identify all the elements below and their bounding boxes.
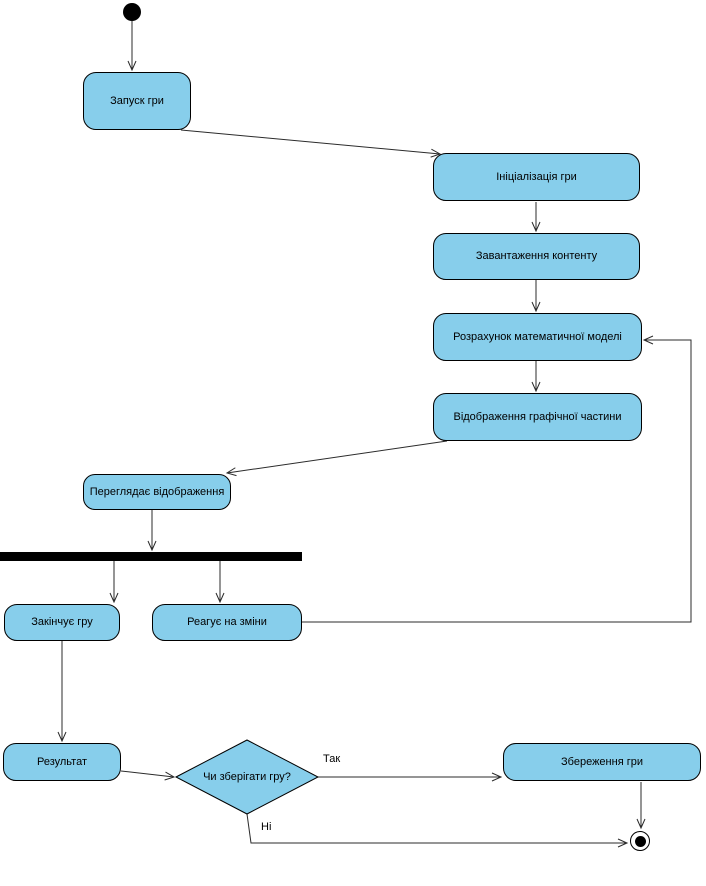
final-node (630, 831, 650, 851)
edge-decision-no-to-final (246, 813, 629, 848)
edge-render-to-view (225, 440, 448, 477)
activity-react-changes-label: Реагує на зміни (187, 616, 267, 629)
activity-end-game: Закінчує гру (4, 604, 120, 641)
activity-result-label: Результат (36, 755, 88, 768)
edge-result-to-decision (120, 770, 176, 781)
activity-render-graphics-label: Відображення графічної частини (453, 410, 622, 423)
activity-math-model: Розрахунок математичної моделі (433, 313, 642, 361)
activity-load-content: Завантаження контенту (433, 233, 640, 280)
activity-save-game-label: Збереження гри (561, 755, 643, 768)
activity-init-game: Ініціалізація гри (433, 153, 640, 201)
edge-launch-to-init (180, 129, 442, 158)
edge-react-to-math-loop (302, 335, 692, 623)
activity-react-changes: Реагує на зміни (152, 604, 302, 641)
activity-launch-game-label: Запуск гри (110, 94, 164, 107)
decision-diamond (174, 739, 320, 815)
activity-launch-game: Запуск гри (83, 72, 191, 130)
decision-save-game-label: Чи зберігати гру? (203, 771, 291, 783)
activity-init-game-label: Ініціалізація гри (496, 170, 577, 183)
final-node-dot (634, 835, 646, 847)
edge-label-no: Ні (261, 821, 272, 833)
activity-math-model-label: Розрахунок математичної моделі (453, 330, 622, 343)
activity-view-display: Переглядає відображення (83, 474, 231, 510)
edge-label-yes: Так (323, 753, 341, 765)
initial-node (123, 3, 141, 21)
fork-bar (0, 552, 302, 561)
activity-load-content-label: Завантаження контенту (475, 250, 598, 263)
activity-end-game-label: Закінчує гру (31, 616, 93, 629)
activity-save-game: Збереження гри (503, 743, 701, 781)
activity-render-graphics: Відображення графічної частини (433, 393, 642, 441)
activity-result: Результат (3, 743, 121, 781)
activity-view-display-label: Переглядає відображення (89, 485, 225, 498)
